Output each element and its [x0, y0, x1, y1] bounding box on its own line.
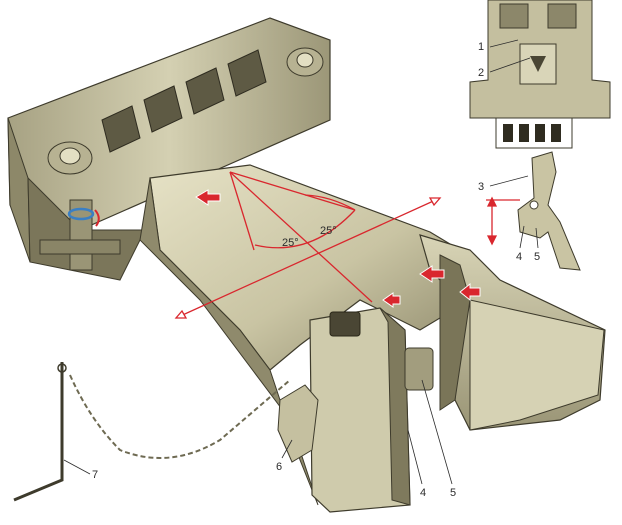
rod — [13, 362, 64, 502]
axis-line-secondary — [229, 171, 356, 211]
callout-2: 2 — [478, 67, 484, 79]
pivot-arrow — [94, 209, 100, 227]
callout-4: 4 — [420, 487, 426, 499]
knuckle-block — [309, 307, 434, 513]
callout-6: 6 — [276, 461, 282, 473]
plate-ribs — [101, 49, 267, 153]
mounting-plate — [7, 17, 331, 281]
callout-5-inset: 5 — [534, 251, 540, 263]
axis-line-main — [229, 171, 373, 303]
rotation-arc-icon — [254, 209, 356, 249]
bolt-right — [286, 47, 324, 77]
coupling-arm — [139, 164, 471, 506]
force-vectors — [174, 171, 442, 319]
angle-label-left: 25° — [282, 237, 299, 249]
callout-5: 5 — [450, 487, 456, 499]
axis-line-third — [229, 171, 255, 251]
chain-icon — [69, 374, 291, 459]
leader-lines — [63, 39, 539, 485]
latch-tab — [277, 384, 319, 463]
inset-detail — [469, 0, 611, 271]
angle-label-right: 25° — [320, 225, 337, 237]
bidirectional-arrow-icon — [175, 197, 441, 319]
force-arrow-icon — [195, 189, 481, 308]
callout-4-inset: 4 — [516, 251, 522, 263]
pivot-pin — [39, 199, 121, 271]
callout-7: 7 — [92, 469, 98, 481]
callout-3: 3 — [478, 181, 484, 193]
bolt-left — [47, 141, 93, 175]
callout-1: 1 — [478, 41, 484, 53]
